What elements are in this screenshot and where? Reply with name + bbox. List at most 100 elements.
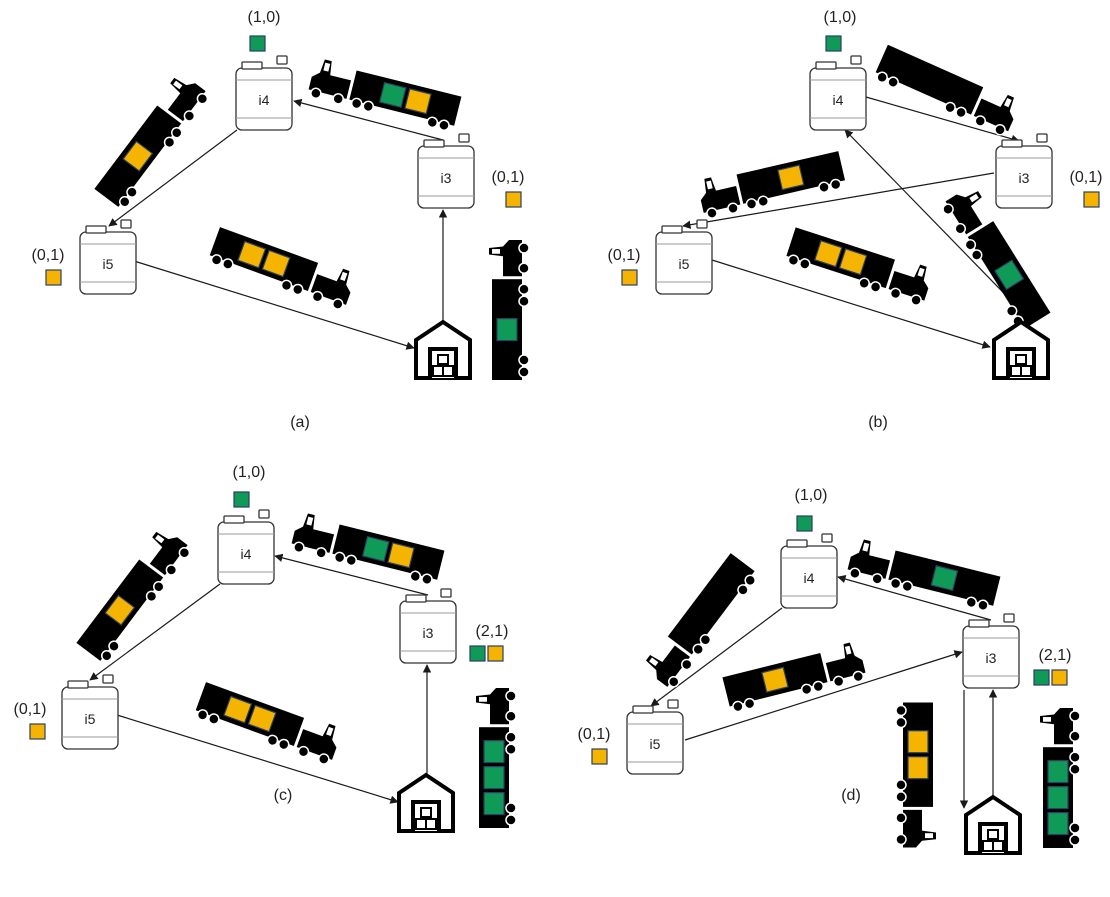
truck-icon — [195, 682, 337, 765]
storage-node: i5 — [61, 674, 119, 750]
node-label: i5 — [679, 256, 690, 272]
demand-label: (0,1) — [608, 247, 641, 264]
cargo-box-orange — [838, 248, 868, 276]
demand-item-orange — [591, 748, 608, 765]
storage-node: i4 — [809, 55, 867, 131]
node-label: i5 — [650, 736, 661, 752]
demand-label: (1,0) — [248, 9, 281, 26]
truck-icon — [722, 642, 866, 713]
cargo-box-green — [1047, 786, 1069, 810]
cargo-box-orange — [104, 594, 136, 626]
route-arrow — [837, 575, 992, 621]
demand-item-green — [1033, 669, 1050, 686]
demand-item-green — [233, 491, 250, 508]
truck-icon — [76, 531, 191, 662]
cargo-box-green — [993, 259, 1025, 291]
demand-item-orange — [29, 723, 46, 740]
demand-item-green — [249, 35, 266, 52]
truck-icon — [94, 77, 209, 208]
route-arrow — [684, 650, 963, 741]
cargo-box-orange — [777, 164, 805, 191]
warehouse-icon — [397, 772, 455, 833]
node-label: i3 — [1019, 170, 1030, 186]
cargo-box-orange — [404, 88, 432, 115]
storage-node: i3 — [995, 133, 1053, 209]
node-label: i4 — [804, 570, 815, 586]
route-arrow — [844, 129, 1033, 323]
cargo-box-orange — [122, 140, 154, 172]
cargo-box-orange — [907, 756, 929, 780]
storage-node: i3 — [962, 613, 1020, 689]
route-arrow — [116, 714, 399, 804]
storage-node: i5 — [626, 699, 684, 775]
cargo-box-orange — [237, 240, 267, 269]
panel-c: i4(1,0)i3(2,1)i5(0,1)(c) — [14, 464, 517, 833]
panel-a: i4(1,0)i3(0,1)i5(0,1)(a) — [32, 9, 530, 431]
panel-d: i4(1,0)i3(2,1)i5(0,1)(d) — [578, 487, 1081, 855]
cargo-box-orange — [247, 704, 277, 733]
demand-label: (1,0) — [824, 9, 857, 26]
panel-caption: (a) — [290, 414, 310, 431]
demand-item-orange — [621, 269, 638, 286]
truck-icon — [700, 151, 846, 219]
demand-label: (0,1) — [492, 169, 525, 186]
cargo-box-green — [483, 739, 505, 764]
cargo-box-green — [1047, 811, 1069, 836]
route-edges — [682, 96, 1033, 349]
demand-label: (0,1) — [32, 247, 65, 264]
panel-caption: (c) — [274, 787, 293, 804]
demand-item-orange — [487, 645, 504, 662]
route-arrow — [293, 98, 444, 141]
node-label: i3 — [441, 170, 452, 186]
cargo-box-orange — [261, 249, 291, 278]
demand-item-orange — [45, 269, 62, 286]
warehouse-icon — [414, 319, 472, 380]
truck-icon — [1040, 708, 1081, 848]
node-label: i4 — [259, 92, 270, 108]
node-label: i4 — [833, 92, 844, 108]
demand-item-green — [825, 35, 842, 52]
demand-label: (0,1) — [14, 701, 47, 718]
cargo-box-orange — [761, 666, 789, 693]
truck-icon — [489, 240, 530, 380]
truck-icon — [209, 227, 351, 310]
route-edges — [108, 98, 448, 350]
demand-item-green — [469, 645, 486, 662]
storage-node: i3 — [417, 133, 475, 209]
cargo-box-orange — [814, 240, 843, 268]
demand-item-green — [796, 515, 813, 532]
cargo-box-green — [361, 535, 390, 563]
demand-label: (1,0) — [795, 487, 828, 504]
node-label: i3 — [423, 625, 434, 641]
cargo-box-green — [378, 81, 407, 109]
route-arrow — [108, 129, 238, 227]
node-label: i4 — [241, 546, 252, 562]
truck-icon — [645, 553, 756, 688]
demand-item-orange — [505, 191, 522, 208]
route-arrow — [133, 260, 415, 350]
demand-item-orange — [1051, 669, 1068, 686]
cargo-box-orange — [223, 695, 253, 724]
truck-icon — [291, 513, 445, 585]
cargo-box-green — [496, 318, 518, 342]
storage-node: i4 — [235, 55, 293, 131]
truck-icon — [895, 702, 936, 848]
truck-icon — [308, 59, 462, 131]
route-arrow — [711, 259, 991, 349]
node-label: i3 — [986, 650, 997, 666]
storage-node: i4 — [217, 509, 275, 585]
panel-b: i4(1,0)i3(0,1)i5(0,1)(b) — [608, 9, 1103, 431]
demand-item-orange — [1083, 191, 1100, 208]
route-arrow — [865, 96, 1020, 143]
route-edges — [89, 553, 432, 804]
route-arrow — [650, 607, 783, 707]
demand-label: (0,1) — [578, 726, 611, 743]
storage-node: i3 — [399, 588, 457, 664]
storage-node: i4 — [780, 533, 838, 609]
cargo-box-green — [930, 564, 959, 592]
cargo-box-green — [1047, 759, 1069, 784]
route-arrow — [89, 583, 221, 681]
warehouse-icon — [964, 794, 1022, 855]
node-label: i5 — [85, 711, 96, 727]
